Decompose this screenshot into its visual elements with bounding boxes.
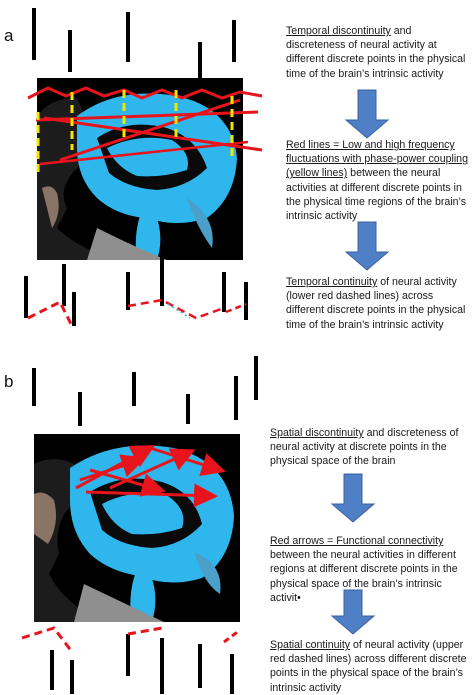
panel-b-text-spatial-continuity: Spatial continuity of neural activity (u… [270, 638, 472, 695]
discrete-bar [70, 660, 74, 694]
down-arrow-icon [344, 89, 390, 139]
brain-illustration [34, 445, 234, 622]
discrete-bar [126, 634, 130, 676]
red-dashed-continuity-line [225, 302, 247, 314]
red-dashed-continuity-line [223, 628, 241, 644]
blue-dotted-continuity-line [167, 303, 191, 319]
brain-illustration [37, 93, 237, 260]
panel-a-text-temporal-continuity: Temporal continuity of neural activity (… [286, 275, 472, 332]
discrete-bar [198, 42, 202, 78]
panel-b-text-red-arrows: Red arrows = Functional connectivity bet… [270, 534, 472, 605]
discrete-bar [68, 30, 72, 72]
discrete-bar [78, 392, 82, 426]
discrete-bar [160, 638, 164, 694]
description: of neural activity (upper red dashed lin… [270, 639, 467, 694]
red-dashed-continuity-line [127, 298, 225, 320]
discrete-bar [62, 264, 66, 306]
red-dashed-continuity-line [127, 626, 163, 636]
underlined-term: Temporal discontinuity [286, 25, 391, 37]
discrete-bar [126, 272, 130, 310]
description: and discreteness of neural activity at d… [286, 25, 466, 80]
underlined-term: Red lines = Low and high frequency fluct… [286, 139, 468, 180]
description: between the neural activities in differe… [270, 549, 458, 604]
panel-a-text-temporal-discontinuity: Temporal discontinuity and discreteness … [286, 24, 472, 81]
discrete-bar [32, 8, 36, 60]
down-arrow-icon [344, 221, 390, 271]
description: of neural activity (lower red dashed lin… [286, 276, 466, 331]
discrete-bar [230, 654, 234, 694]
red-arrow [109, 448, 196, 490]
red-low-frequency-line [59, 98, 241, 162]
discrete-bar [244, 282, 248, 320]
discrete-bar [254, 356, 258, 400]
underlined-term: Temporal continuity [286, 276, 378, 288]
discrete-bar [32, 368, 36, 406]
discrete-bar [50, 650, 54, 690]
discrete-bar [126, 12, 130, 62]
discrete-bar [72, 292, 76, 326]
discrete-bar [160, 256, 164, 306]
underlined-term: Red arrows = Functional connectivity [270, 535, 444, 547]
red-arrow [79, 454, 146, 482]
discrete-bar [132, 372, 136, 406]
down-arrow-icon [330, 589, 376, 635]
red-dashed-continuity-line [27, 299, 74, 327]
discrete-bar [186, 394, 190, 424]
discrete-bar [24, 276, 28, 318]
panel-b-label: b [4, 372, 14, 391]
description: and discreteness of neural activity at d… [270, 427, 459, 468]
underlined-term: Spatial discontinuity [270, 427, 364, 439]
panel-b-text-spatial-discontinuity: Spatial discontinuity and discreteness o… [270, 426, 472, 469]
down-arrow-icon [330, 473, 376, 523]
discrete-bar [232, 20, 236, 62]
red-low-frequency-line [39, 140, 249, 166]
panel-a-label: a [4, 26, 14, 45]
discrete-bar [198, 644, 202, 688]
discrete-bar [222, 272, 226, 312]
description: between the neural activities at differe… [286, 167, 466, 223]
red-fluctuation-line [27, 86, 263, 100]
underlined-term: Spatial continuity [270, 639, 351, 651]
panel-a-text-red-lines: Red lines = Low and high frequency fluct… [286, 138, 472, 223]
discrete-bar [234, 376, 238, 420]
red-dashed-continuity-line [21, 626, 74, 653]
